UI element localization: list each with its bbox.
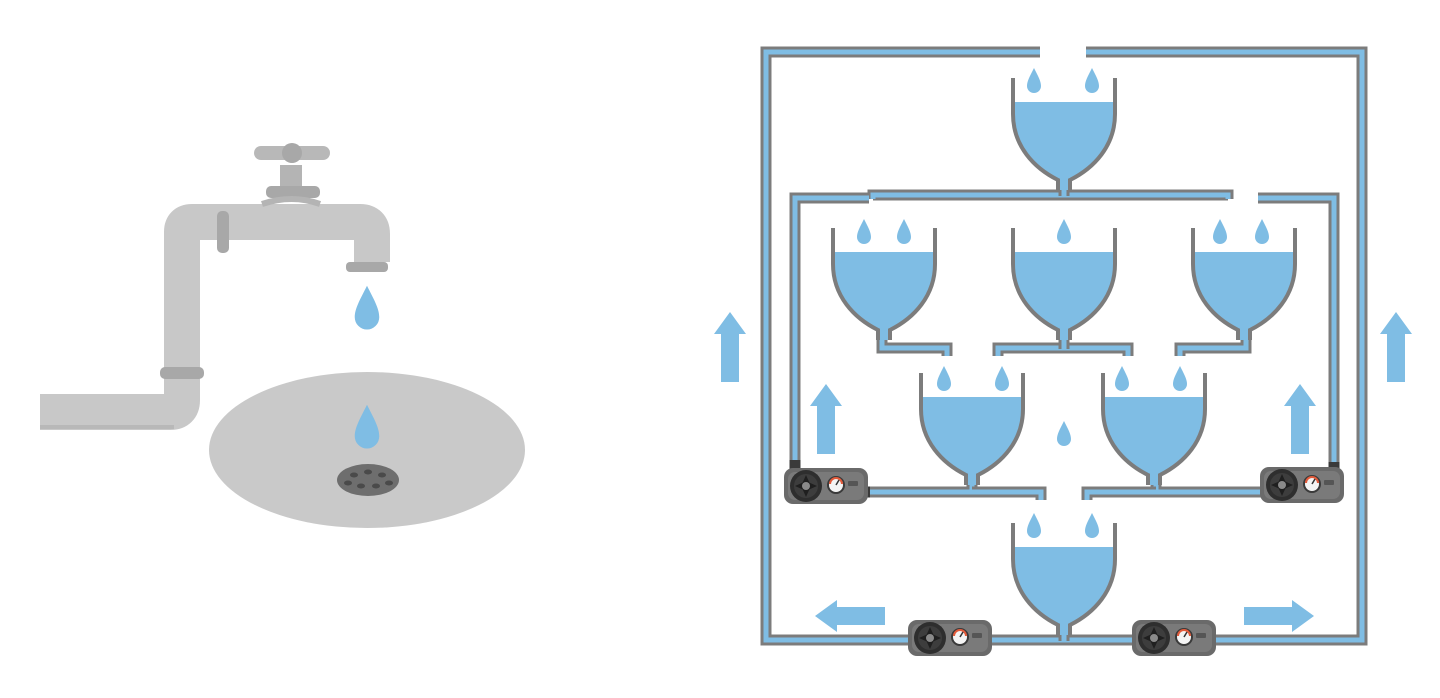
pipe-water (879, 333, 950, 356)
flow-arrow-icon (1380, 312, 1412, 382)
water-drop-icon (1255, 219, 1269, 244)
bowl-icon (1011, 76, 1117, 192)
pipe-water (870, 192, 1231, 199)
water-drop-icon (937, 366, 951, 391)
water-drop-icon (897, 219, 911, 244)
water-drop-icon (1173, 366, 1187, 391)
water-drop-icon (1085, 513, 1099, 538)
water-drop-icon (1213, 219, 1227, 244)
dripping-tap-scene (40, 143, 525, 528)
pipe-water (972, 489, 1044, 500)
water-drop-icon (1027, 68, 1041, 93)
pipe-water (1084, 489, 1156, 500)
sink-basin-icon (209, 372, 525, 528)
pipe-water (1177, 333, 1249, 356)
pump-icon (907, 619, 993, 657)
drain-icon (337, 464, 399, 496)
pump-icon (1259, 466, 1345, 504)
flow-arrow-icon (714, 312, 746, 382)
bowl-group (831, 76, 1297, 637)
flow-arrow-icon (815, 600, 885, 632)
bowl-icon (1011, 521, 1117, 637)
water-drop-icon (1115, 366, 1129, 391)
water-drop-icon (1057, 421, 1071, 446)
bowl-icon (1191, 226, 1297, 342)
water-drop-icon (995, 366, 1009, 391)
bowl-icon (919, 371, 1025, 487)
water-drop-icon (1085, 68, 1099, 93)
flow-arrow-icon (1284, 384, 1316, 454)
pump-icon (783, 467, 869, 505)
faucet-icon (40, 143, 390, 430)
pipe-water (1258, 195, 1337, 462)
flow-arrow-icon (1244, 600, 1314, 632)
water-drop-icon (857, 219, 871, 244)
water-recirculation-system (714, 46, 1412, 657)
water-drop-icon (1057, 219, 1071, 244)
bowl-icon (1011, 226, 1117, 342)
bowl-icon (831, 226, 937, 342)
pump-icon (1131, 619, 1217, 657)
flow-arrow-icon (810, 384, 842, 454)
pipe-water (792, 195, 869, 460)
water-drop-icon (354, 285, 380, 330)
water-drop-icon (1027, 513, 1041, 538)
